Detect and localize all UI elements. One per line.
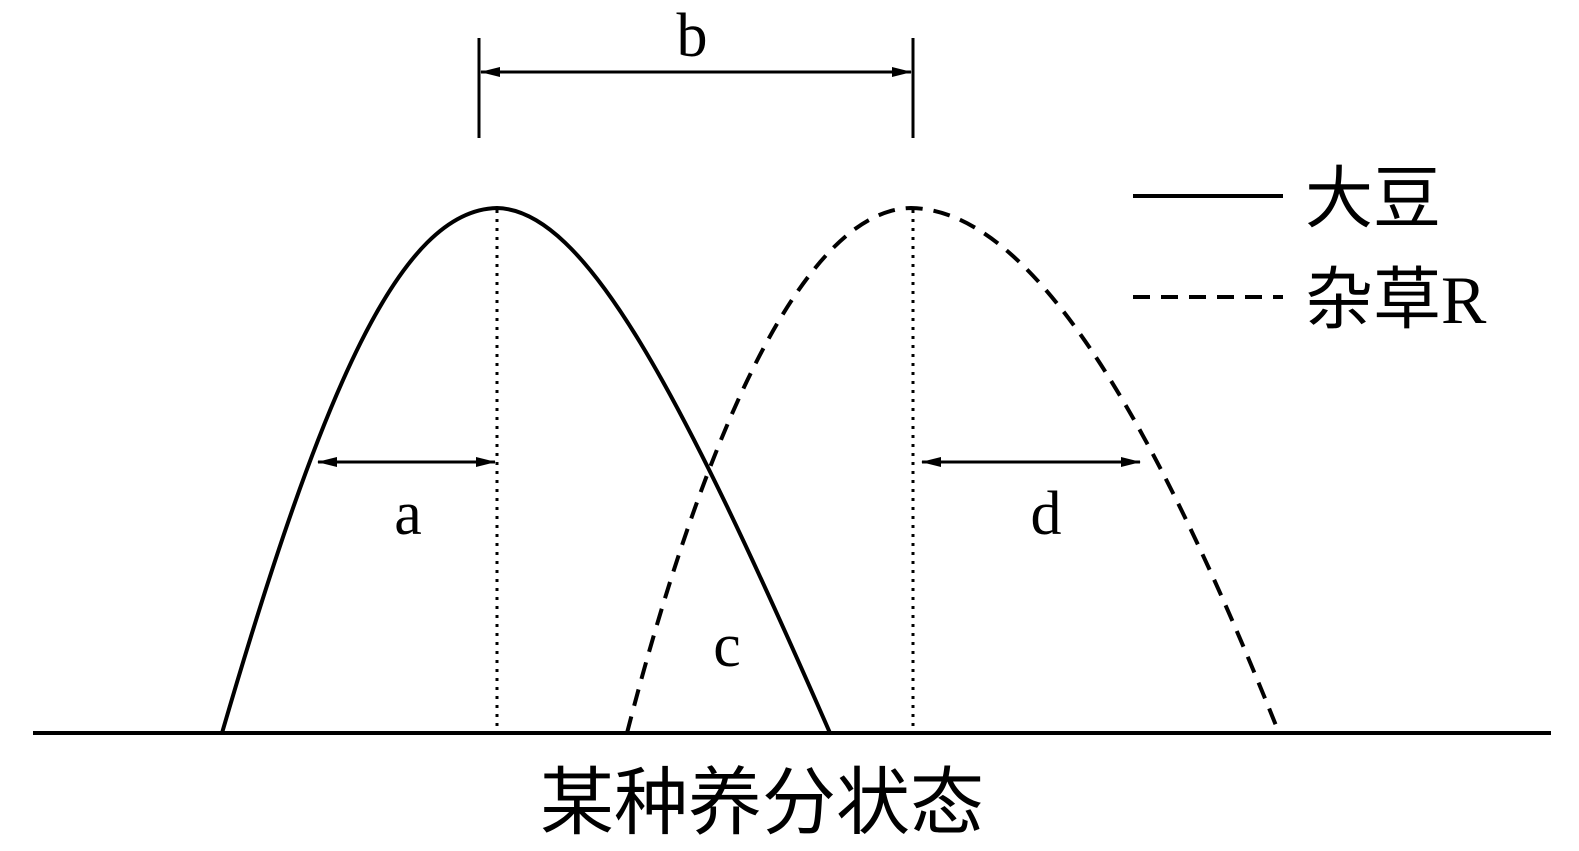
legend-soybean-label: 大豆 [1305, 161, 1441, 237]
weed-r-curve [625, 205, 1281, 734]
label-c: c [713, 612, 741, 680]
label-a: a [394, 480, 422, 548]
x-axis-label: 某种养分状态 [540, 763, 984, 845]
label-b: b [677, 2, 708, 70]
legend: 大豆 杂草R [1133, 161, 1487, 338]
legend-weed-label: 杂草R [1305, 262, 1487, 338]
label-d: d [1031, 480, 1062, 548]
soybean-curve [220, 205, 832, 734]
